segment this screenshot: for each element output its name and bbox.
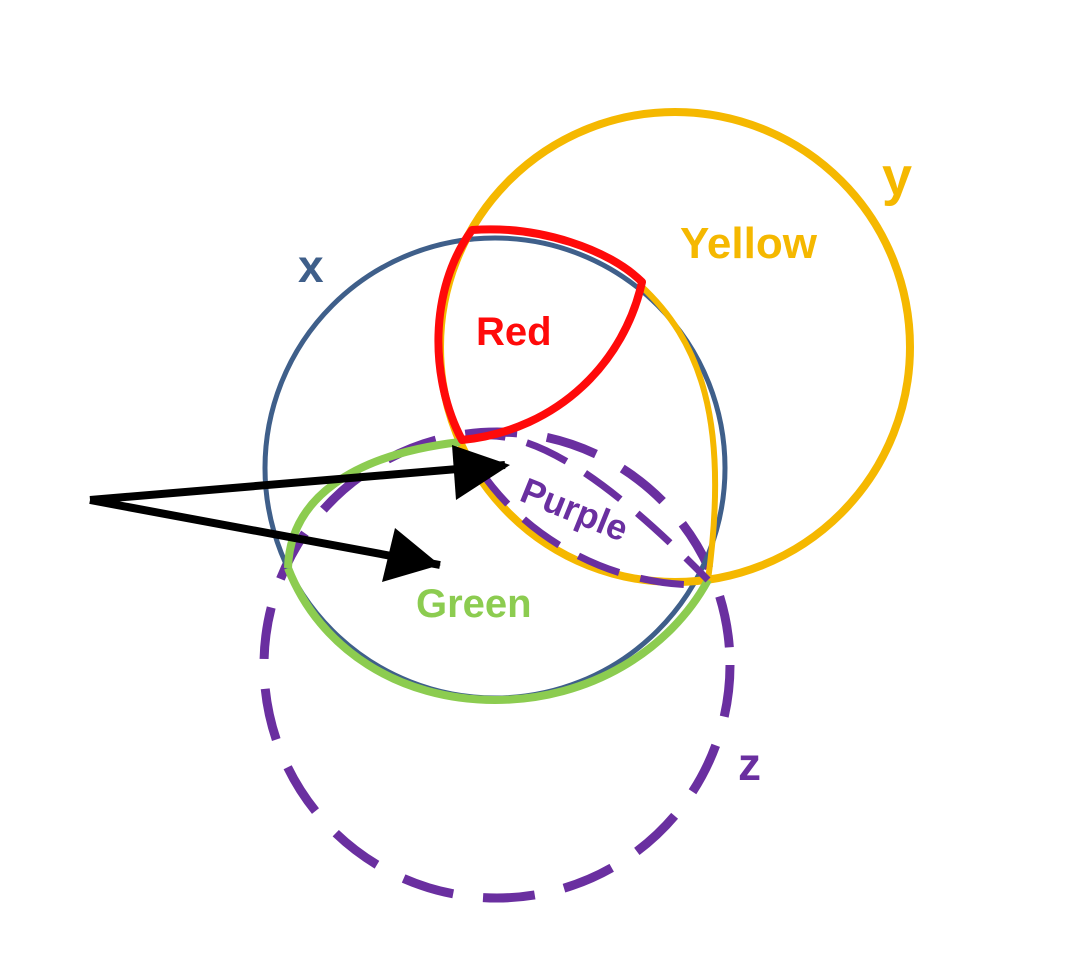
arrowhead-green <box>382 528 440 582</box>
green-region-outline <box>284 438 712 705</box>
arrow-to-purple <box>89 461 506 504</box>
label-z: z <box>738 738 761 790</box>
arrowhead-purple <box>452 445 510 500</box>
arrow-to-green <box>89 496 441 569</box>
label-red: Red <box>476 310 552 354</box>
label-green: Green <box>416 582 532 626</box>
label-y: y <box>882 147 912 207</box>
label-yellow: Yellow <box>680 219 818 268</box>
yellow-boundary-overlay <box>637 282 719 581</box>
label-x: x <box>298 240 324 292</box>
red-region-outline <box>434 225 646 444</box>
